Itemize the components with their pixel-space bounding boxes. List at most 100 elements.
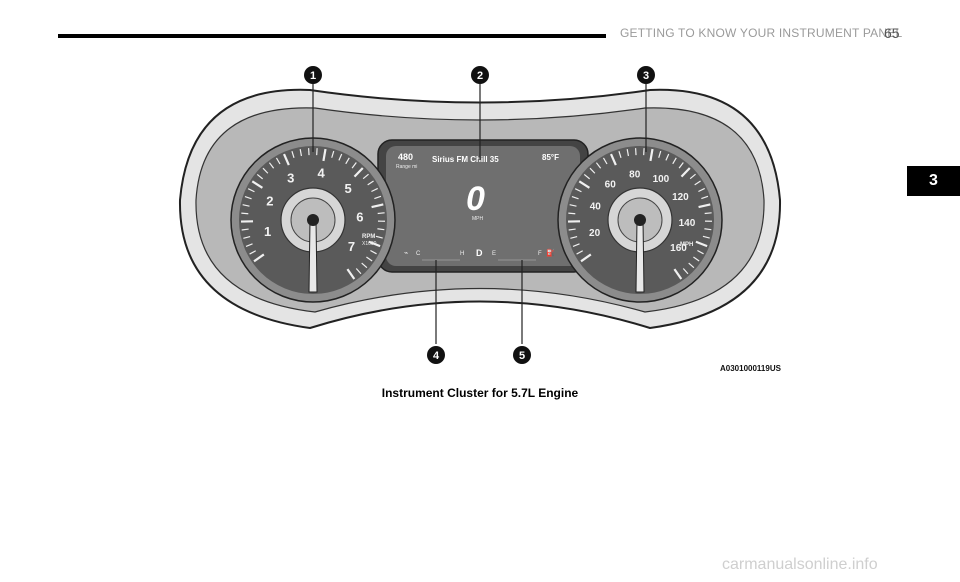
fuel-pump-icon: ⛽ [546, 248, 555, 257]
tachometer-tick [367, 180, 374, 186]
tachometer-number: 6 [356, 209, 363, 224]
tachometer-tick [377, 228, 385, 231]
temp-gauge-hot: H [460, 251, 464, 257]
running-header-title: GETTING TO KNOW YOUR INSTRUMENT PANEL [620, 26, 903, 40]
speedometer-tick [580, 253, 592, 263]
tachometer-tick [375, 235, 383, 239]
speedometer-tick [704, 212, 712, 215]
callout-number-5: 5 [519, 350, 525, 362]
speedometer-tick [698, 203, 711, 209]
gear-indicator: D [476, 248, 483, 258]
chapter-tab[interactable]: 3 [907, 166, 960, 196]
tachometer-tick [355, 268, 362, 275]
speedometer-tick [673, 268, 683, 280]
digital-speed-unit: MPH [472, 216, 484, 222]
speedometer-tick [672, 157, 677, 165]
speedometer-tick [609, 153, 617, 166]
header-rule [58, 34, 606, 38]
speedometer-tick [678, 162, 684, 169]
tachometer-tick [370, 249, 377, 255]
radio-text: Sirius FM Chill 35 [432, 155, 499, 164]
speedometer-tick [602, 157, 608, 165]
tachometer-tick [353, 167, 364, 178]
callout-marker-3: 3 [637, 66, 655, 84]
tachometer-tick [366, 256, 373, 262]
speedometer-number: 20 [589, 228, 601, 239]
tachometer-tick [371, 187, 378, 193]
tachometer-tick [299, 149, 303, 157]
tachometer-unit-line1: RPM [362, 234, 375, 240]
callout-marker-1: 1 [304, 66, 322, 84]
center-display [386, 146, 580, 266]
page-number: 65 [884, 25, 900, 41]
speedometer-tick [618, 150, 622, 159]
speedometer-tick [694, 180, 701, 186]
watermark: carmanualsonline.info [722, 556, 878, 573]
tachometer-pivot [307, 214, 319, 226]
speedometer-tick [578, 180, 590, 189]
tachometer-tick [338, 153, 343, 161]
tachometer-tick [253, 253, 265, 263]
tachometer-tick [351, 162, 357, 169]
tachometer-tick [243, 235, 251, 239]
speedometer-tick [701, 195, 709, 200]
tachometer-tick [268, 162, 275, 169]
speedometer-number: 120 [672, 192, 689, 203]
speedometer-needle [635, 219, 645, 293]
speedometer-tick [658, 150, 662, 158]
speedometer-tick [574, 188, 582, 193]
speedometer-tick [680, 167, 691, 178]
speedometer-tick [695, 240, 708, 248]
speedometer-tick [689, 173, 696, 180]
tachometer-tick [242, 204, 250, 207]
figure-code: A0301000119US [720, 364, 781, 373]
speedometer-pivot [634, 214, 646, 226]
speedometer-unit: MPH [680, 242, 693, 248]
tachometer-tick [245, 243, 253, 247]
tachometer-tick [374, 195, 382, 200]
tachometer-tick [241, 228, 249, 231]
speedometer-number: 100 [653, 174, 670, 185]
tachometer-ticks [240, 148, 385, 280]
tachometer-tick [291, 150, 295, 159]
callout-marker-5: 5 [513, 346, 531, 364]
speedometer-number: 160 [670, 243, 687, 254]
tachometer-tick [361, 262, 368, 269]
tachometer-number: 7 [348, 239, 355, 254]
digital-speed-value: 0 [466, 180, 485, 218]
speedometer-tick [682, 268, 689, 275]
tachometer-tick [241, 212, 249, 215]
callout-number-4: 4 [433, 350, 440, 362]
speedometer-tick [704, 228, 712, 231]
tachometer-tick [275, 157, 281, 165]
range-label: Range mi [396, 164, 417, 170]
speedometer-tick [576, 250, 584, 255]
callout-number-3: 3 [643, 70, 649, 82]
tachometer-tick [368, 240, 381, 248]
tachometer-number: 4 [318, 166, 326, 181]
speedometer-tick [649, 148, 654, 162]
speedometer-tick [570, 235, 578, 239]
tachometer-tick [322, 148, 327, 162]
speedometer-tick [698, 187, 705, 193]
tachometer-tick [371, 203, 384, 209]
callout-leaders [312, 84, 647, 344]
speedometer-tick [693, 256, 700, 262]
tachometer-tick [249, 250, 257, 255]
tachometer-tick [331, 150, 335, 158]
speedometer-tick [571, 195, 579, 200]
callout-number-2: 2 [477, 70, 483, 82]
tachometer-tick [346, 268, 356, 280]
fuel-gauge-full: F [538, 251, 542, 257]
figure-caption: Instrument Cluster for 5.7L Engine [381, 386, 579, 400]
range-value: 480 [398, 152, 413, 162]
speedometer-tick [626, 149, 630, 157]
tachometer-number: 1 [264, 224, 271, 239]
callout-marker-2: 2 [471, 66, 489, 84]
tachometer-tick [256, 173, 264, 180]
